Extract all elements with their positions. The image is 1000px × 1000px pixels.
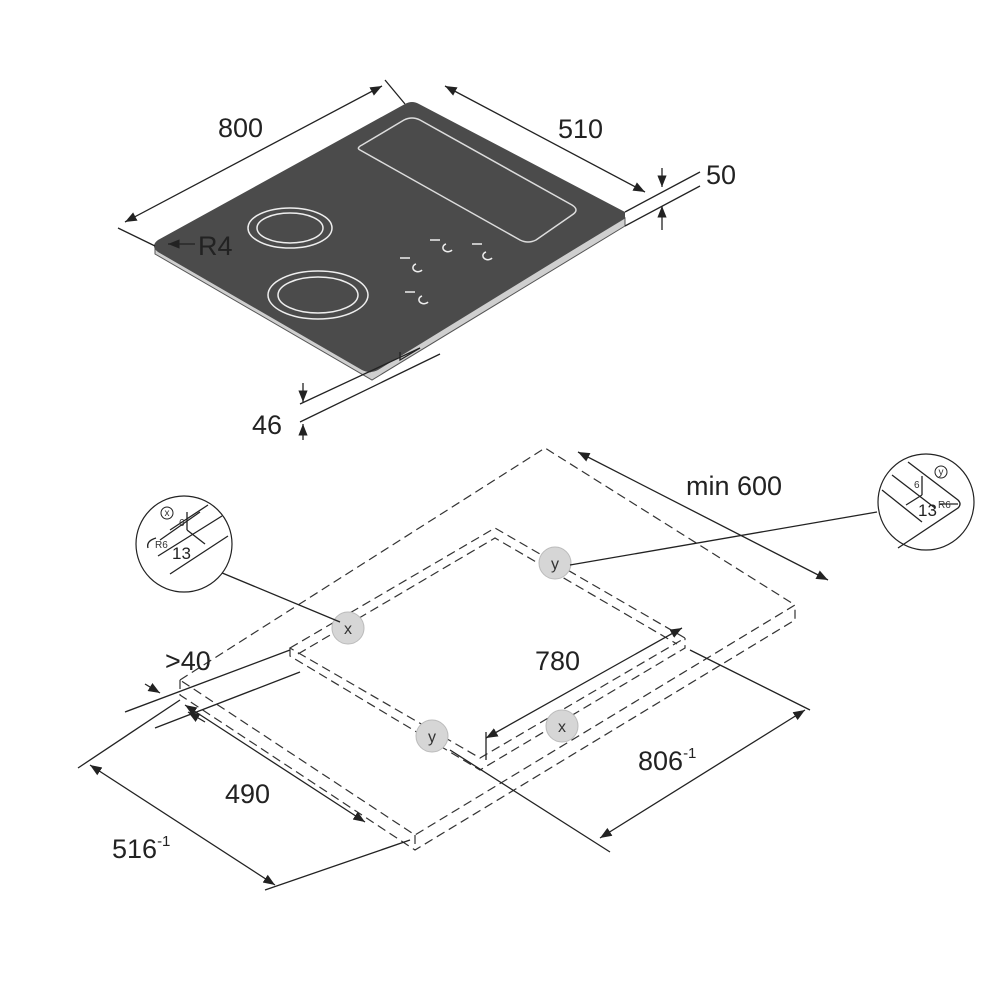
marker-y-front [415,719,449,753]
dim-corner-radius: R4 [198,231,233,261]
svg-text:y: y [428,729,436,746]
dim-cutout-width: 806-1 [638,745,696,776]
control-knobs [400,239,493,305]
svg-text:6: 6 [914,480,920,491]
svg-text:x: x [165,508,170,519]
dim-cutout-depth: 516-1 [112,833,170,864]
marker-x-left [331,611,365,645]
dim-edge-clearance: >40 [165,646,211,676]
svg-text:6: 6 [179,518,185,529]
dim-built-in-height: 46 [252,410,282,440]
dim-inner-width: 780 [535,646,580,676]
worktop-cutout [178,447,797,851]
marker-y-back [538,546,572,580]
detail-x: x 6 R6 13 [135,495,233,593]
svg-text:13: 13 [918,501,937,520]
svg-text:x: x [558,719,566,736]
svg-text:y: y [939,467,944,478]
detail-y: y 6 R6 13 [877,453,975,551]
dim-hob-depth: 510 [558,114,603,144]
dim-hob-width: 800 [218,113,263,143]
svg-text:R6: R6 [155,540,168,551]
cooking-zone-large [267,270,369,320]
detail-x-leader [214,569,341,623]
svg-text:y: y [551,556,559,573]
svg-text:13: 13 [172,544,191,563]
dim-min-clearance: min 600 [686,471,782,501]
dim-inner-depth: 490 [225,779,270,809]
dim-hob-height: 50 [706,160,736,190]
detail-y-leader [569,511,878,566]
svg-text:R6: R6 [938,500,951,511]
svg-text:x: x [344,621,352,638]
hob-dimensions: 800 510 50 R4 46 [117,79,736,440]
cutout-dimensions: min 600 780 >40 490 516-1 806-1 [77,451,829,891]
